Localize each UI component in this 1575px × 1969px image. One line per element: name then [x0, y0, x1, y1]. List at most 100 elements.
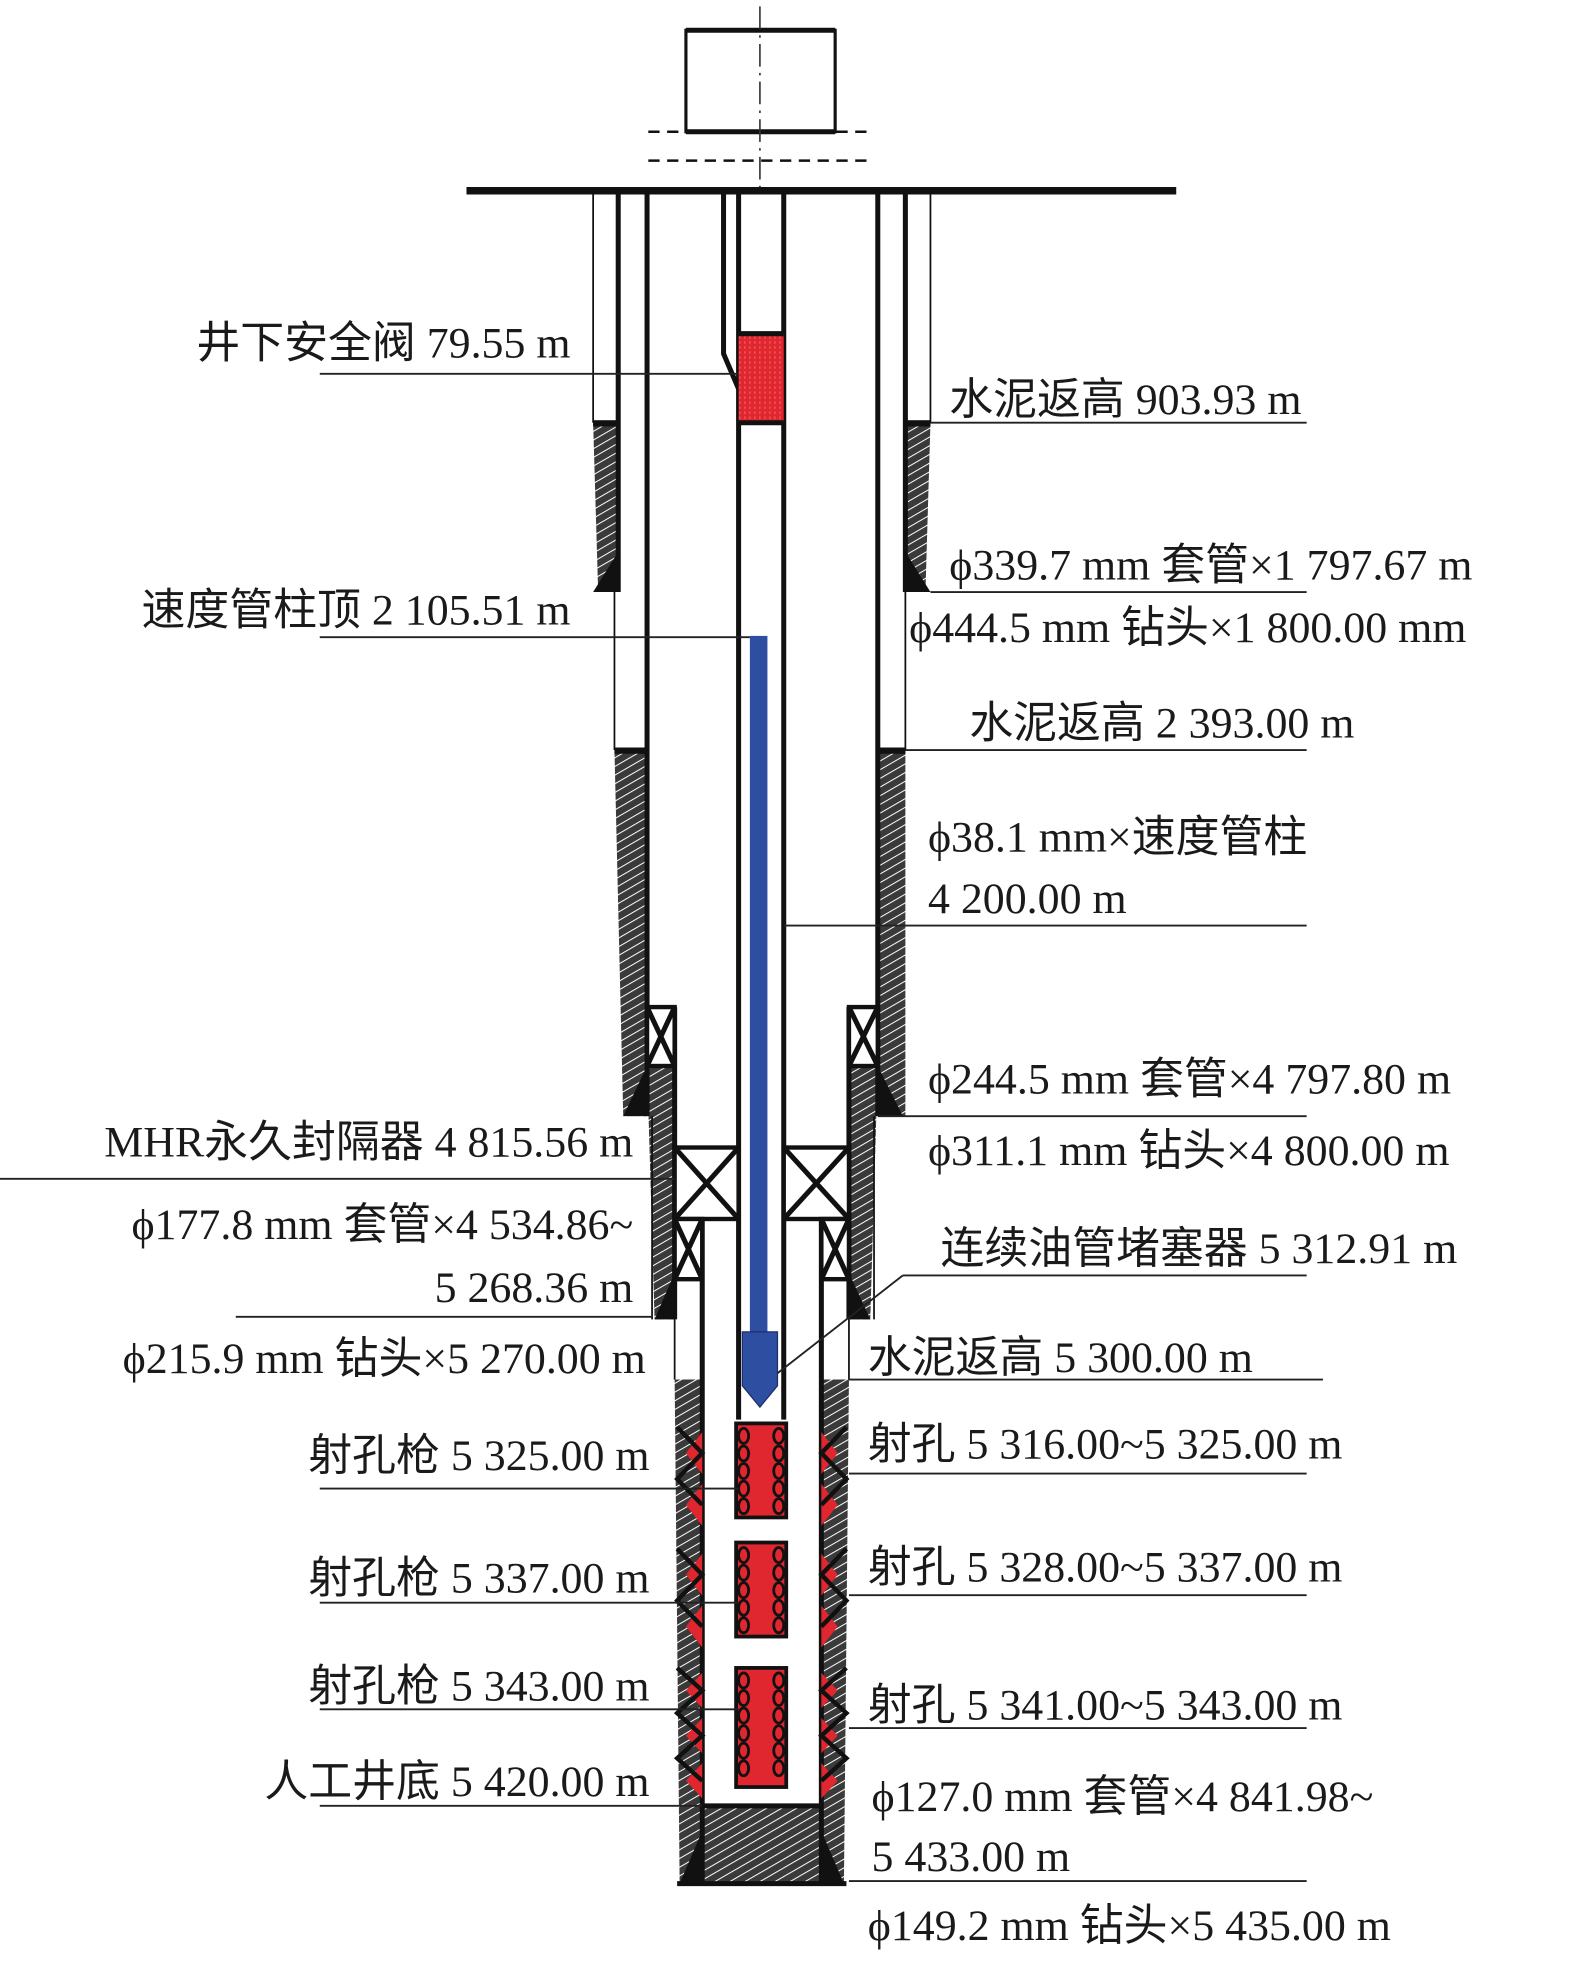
gun-charge — [737, 1741, 751, 1760]
packer-cross — [781, 1145, 851, 1221]
gun-charge — [737, 1497, 751, 1516]
label-velocity-string: 4 200.00 m — [928, 875, 1127, 923]
gun-charge — [737, 1759, 751, 1778]
cement — [614, 750, 648, 1117]
packer-cross — [846, 1005, 881, 1068]
label-safety-valve: 井下安全阀 79.55 m — [196, 319, 570, 368]
cement-top-mark — [877, 747, 906, 754]
perforation-tunnel — [821, 1672, 838, 1709]
perforation-tunnel — [821, 1432, 838, 1474]
ct-plug — [741, 1331, 779, 1409]
label-gun-1: 射孔枪 5 325.00 m — [308, 1431, 649, 1480]
perforation-tunnel — [821, 1605, 838, 1648]
gun-charge — [772, 1671, 786, 1690]
label-casing-127: ϕ127.0 mm 套管×4 841.98~ — [872, 1773, 1374, 1821]
cement — [848, 1066, 878, 1320]
casing-shoe — [654, 1272, 675, 1320]
cement — [593, 422, 619, 593]
gun-charge — [737, 1581, 751, 1600]
label-bit-444: ϕ444.5 mm 钻头×1 800.00 mm — [909, 604, 1466, 652]
gun-charge — [772, 1581, 786, 1600]
label-bit-149: ϕ149.2 mm 钻头×5 435.00 m — [868, 1902, 1391, 1950]
labels: 井下安全阀 79.55 m 速度管柱顶 2 105.51 m MHR永久封隔器 4 … — [104, 319, 1472, 1951]
label-casing-339: ϕ339.7 mm 套管×1 797.67 m — [949, 541, 1472, 589]
perforation-tunnel — [685, 1432, 703, 1474]
gun-charge — [772, 1479, 786, 1498]
packer-cross — [672, 1217, 705, 1281]
perforation-tunnel — [685, 1672, 703, 1709]
cement — [647, 1066, 675, 1320]
label-bit-311: ϕ311.1 mm 钻头×4 800.00 m — [928, 1127, 1450, 1175]
label-cement-top-3: 水泥返高 5 300.00 m — [868, 1334, 1253, 1382]
label-perf-3: 射孔 5 341.00~5 343.00 m — [868, 1681, 1343, 1729]
perforation-tunnel — [685, 1763, 703, 1799]
gun-charge — [737, 1546, 751, 1564]
perforation-zigzag — [674, 1547, 706, 1629]
gun-charge — [772, 1427, 786, 1445]
perforation-zigzag — [818, 1666, 850, 1783]
gun-charge — [772, 1563, 786, 1582]
label-bit-215: ϕ215.9 mm 钻头×5 270.00 m — [123, 1335, 646, 1383]
gun-charge — [772, 1546, 786, 1564]
perforation-tunnel — [685, 1718, 703, 1754]
perforation-tunnel — [821, 1484, 838, 1526]
casing-shoe — [679, 1830, 703, 1884]
perforation-zigzag — [673, 1666, 706, 1783]
packer-cross — [644, 1006, 677, 1068]
label-artificial-bottom: 人工井底 5 420.00 m — [264, 1758, 649, 1806]
label-perf-2: 射孔 5 328.00~5 337.00 m — [868, 1543, 1343, 1591]
gun-charge — [772, 1724, 786, 1743]
cement — [905, 422, 931, 593]
gun-charge — [737, 1724, 751, 1743]
gun-charge — [772, 1462, 786, 1480]
perforation-zigzag — [818, 1425, 850, 1507]
perforation-tunnel — [685, 1553, 703, 1596]
gun-charge — [737, 1616, 751, 1635]
gun-charge — [737, 1444, 751, 1463]
gun-charge — [737, 1598, 751, 1617]
gun-charge — [772, 1706, 786, 1725]
gun-charge — [772, 1741, 786, 1760]
gun-charge — [772, 1444, 786, 1463]
casing-shoe — [848, 1272, 871, 1320]
perforating-gun — [734, 1421, 789, 1520]
gun-charge — [737, 1427, 751, 1445]
label-gun-3: 射孔枪 5 343.00 m — [308, 1662, 649, 1711]
packer-cross — [819, 1217, 852, 1281]
perforation-zigzag — [818, 1547, 850, 1629]
well-structure — [0, 6, 1323, 1887]
gun-charge — [737, 1462, 751, 1480]
label-perf-1: 射孔 5 316.00~5 325.00 m — [868, 1421, 1343, 1469]
safety-valve — [738, 332, 784, 423]
gun-charge — [772, 1497, 786, 1516]
label-casing-177: 5 268.36 m — [435, 1264, 634, 1312]
perforating-gun — [734, 1540, 789, 1639]
gun-charge — [772, 1759, 786, 1778]
control-line — [721, 190, 741, 390]
label-casing-177: ϕ177.8 mm 套管×4 534.86~ — [131, 1201, 633, 1249]
perforation-tunnel — [821, 1718, 838, 1754]
perforation-tunnel — [685, 1484, 703, 1526]
label-casing-127: 5 433.00 m — [872, 1833, 1071, 1881]
gun-charge — [772, 1689, 786, 1707]
label-ct-plug: 连续油管堵塞器 5 312.91 m — [940, 1225, 1457, 1273]
cement — [877, 750, 906, 1117]
label-casing-244: ϕ244.5 mm 套管×4 797.80 m — [928, 1056, 1451, 1104]
gun-charge — [737, 1706, 751, 1725]
gun-charge — [772, 1598, 786, 1617]
casing-shoe — [623, 1066, 648, 1117]
label-velocity-string-top: 速度管柱顶 2 105.51 m — [142, 587, 571, 635]
casing-shoe — [877, 1066, 903, 1117]
perforation-tunnel — [821, 1763, 838, 1799]
casing-shoe — [821, 1830, 844, 1884]
label-cement-top-2: 水泥返高 2 393.00 m — [969, 699, 1354, 747]
packer-cross — [672, 1145, 741, 1221]
label-cement-top-1: 水泥返高 903.93 m — [949, 376, 1301, 424]
cement-top-mark — [614, 747, 648, 754]
velocity-string — [749, 635, 768, 1332]
label-mhr-packer: MHR永久封隔器 4 815.56 m — [104, 1118, 633, 1166]
cement-top-mark — [593, 420, 619, 427]
perforating-gun — [734, 1666, 789, 1789]
gun-charge — [737, 1563, 751, 1582]
